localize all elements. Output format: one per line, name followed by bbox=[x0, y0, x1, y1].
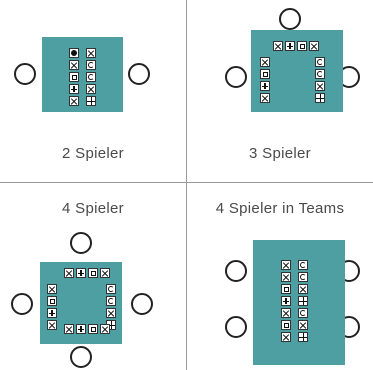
tile bbox=[86, 48, 96, 58]
tile bbox=[260, 57, 270, 67]
tile bbox=[47, 284, 57, 294]
tile bbox=[281, 260, 291, 270]
tile bbox=[106, 284, 116, 294]
tile bbox=[69, 60, 79, 70]
tile bbox=[298, 260, 308, 270]
tile bbox=[315, 57, 325, 67]
seat-left bbox=[225, 66, 247, 88]
tile bbox=[315, 81, 325, 91]
tile bbox=[86, 84, 96, 94]
tile bbox=[315, 69, 325, 79]
seat-top bbox=[279, 8, 301, 30]
tile bbox=[47, 308, 57, 318]
caption-four-players: 4 Spieler bbox=[62, 200, 124, 217]
tile bbox=[273, 41, 283, 51]
tile bbox=[76, 268, 86, 278]
tile bbox=[64, 268, 74, 278]
tile bbox=[281, 272, 291, 282]
seat-left bbox=[14, 63, 36, 85]
seat-bottom bbox=[70, 346, 92, 368]
tile bbox=[281, 284, 291, 294]
tile bbox=[298, 284, 308, 294]
tile bbox=[69, 96, 79, 106]
tile bbox=[88, 268, 98, 278]
tile bbox=[281, 332, 291, 342]
seat-left-upper bbox=[225, 260, 247, 282]
tile bbox=[106, 296, 116, 306]
tile bbox=[285, 41, 295, 51]
tile bbox=[281, 320, 291, 330]
tile bbox=[86, 60, 96, 70]
caption-three-players: 3 Spieler bbox=[249, 145, 311, 162]
seat-left-lower bbox=[225, 316, 247, 338]
tile bbox=[298, 308, 308, 318]
tile bbox=[309, 41, 319, 51]
tile bbox=[47, 296, 57, 306]
tile bbox=[100, 268, 110, 278]
game-table bbox=[42, 37, 123, 112]
seat-top bbox=[70, 232, 92, 254]
tile bbox=[69, 48, 79, 58]
tile bbox=[297, 41, 307, 51]
tile bbox=[88, 324, 98, 334]
tile bbox=[86, 96, 96, 106]
horizontal-divider bbox=[0, 182, 373, 183]
vertical-divider bbox=[186, 0, 187, 370]
tile bbox=[64, 324, 74, 334]
tile bbox=[86, 72, 96, 82]
tile bbox=[298, 296, 308, 306]
tile bbox=[260, 69, 270, 79]
tile bbox=[69, 72, 79, 82]
tile bbox=[315, 93, 325, 103]
caption-two-players: 2 Spieler bbox=[62, 145, 124, 162]
tile bbox=[281, 308, 291, 318]
seat-right bbox=[131, 293, 153, 315]
tile bbox=[100, 324, 110, 334]
seat-left bbox=[11, 293, 33, 315]
caption-four-players-teams: 4 Spieler in Teams bbox=[215, 200, 345, 217]
tile bbox=[298, 320, 308, 330]
tile bbox=[260, 93, 270, 103]
tile bbox=[76, 324, 86, 334]
tile bbox=[47, 320, 57, 330]
tile bbox=[281, 296, 291, 306]
tile bbox=[106, 308, 116, 318]
tile bbox=[260, 81, 270, 91]
tile bbox=[69, 84, 79, 94]
tile bbox=[298, 332, 308, 342]
tile bbox=[298, 272, 308, 282]
seat-right bbox=[128, 63, 150, 85]
